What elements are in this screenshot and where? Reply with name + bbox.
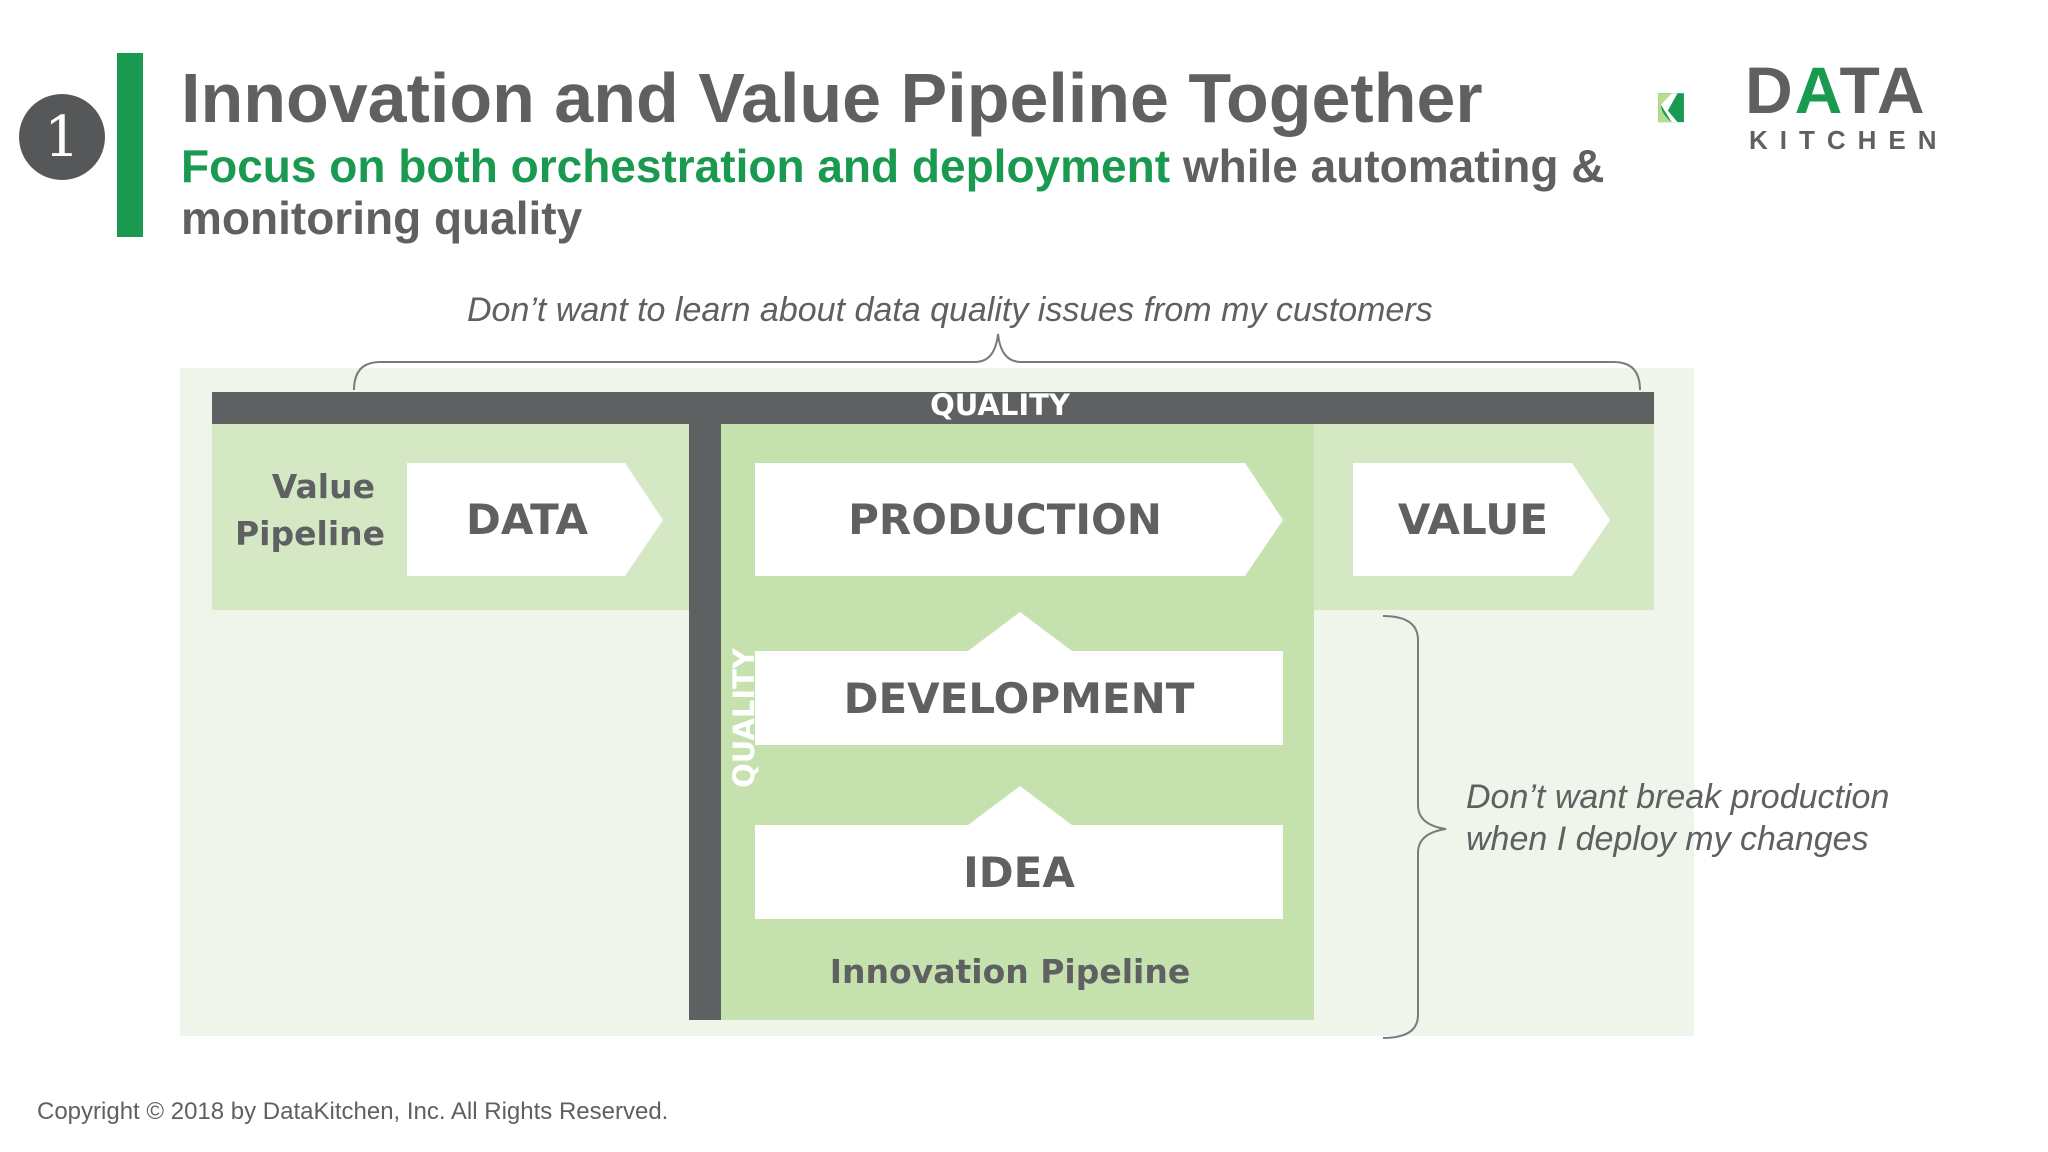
data-arrow-shape [407, 463, 663, 576]
development-box-shape [755, 612, 1283, 745]
slide-title: Innovation and Value Pipeline Together [181, 59, 1483, 137]
logo-letter-accent: A [1794, 53, 1840, 127]
right-brace [1382, 615, 1447, 1039]
step-number-badge: 1 [19, 94, 105, 180]
production-arrow-shape [755, 463, 1283, 576]
value-pipeline-label: Value Pipeline [235, 463, 385, 557]
right-caption-line: when I deploy my changes [1466, 820, 1869, 858]
logo-letters: TA [1839, 53, 1927, 127]
right-caption: Don’t want break production when I deplo… [1466, 776, 1889, 860]
value-pipeline-label-line: Value [271, 467, 375, 506]
idea-box-shape [755, 786, 1283, 919]
stage-development: DEVELOPMENT [843, 673, 1195, 723]
copyright-notice: Copyright © 2018 by DataKitchen, Inc. Al… [37, 1098, 669, 1125]
logo-wordmark-kitchen: KITCHEN [1749, 125, 1949, 155]
quality-vertical-bar [689, 424, 721, 1020]
top-brace [353, 333, 1641, 391]
innovation-pipeline-label: Innovation Pipeline [829, 952, 1191, 991]
slide-subtitle: Focus on both orchestration and deployme… [181, 140, 1681, 244]
stage-data: DATA [465, 495, 588, 544]
stage-production: PRODUCTION [848, 495, 1162, 544]
value-arrow-shape [1353, 463, 1610, 576]
datakitchen-logo-icon [1658, 93, 1684, 123]
stage-value: VALUE [1397, 495, 1549, 544]
top-caption: Don’t want to learn about data quality i… [467, 291, 1433, 329]
logo-letter: D [1745, 53, 1795, 127]
quality-horizontal-label: QUALITY [930, 388, 1070, 422]
title-accent-bar [117, 53, 143, 237]
stage-idea: IDEA [963, 847, 1075, 897]
logo-wordmark-data: DATA [1745, 50, 1927, 130]
value-pipeline-label-line: Pipeline [235, 514, 385, 553]
right-caption-line: Don’t want break production [1466, 778, 1890, 816]
subtitle-rest: while automating & monitoring quality [181, 140, 1605, 244]
quality-horizontal-bar [212, 392, 1654, 424]
subtitle-highlight: Focus on both orchestration and deployme… [181, 140, 1171, 192]
